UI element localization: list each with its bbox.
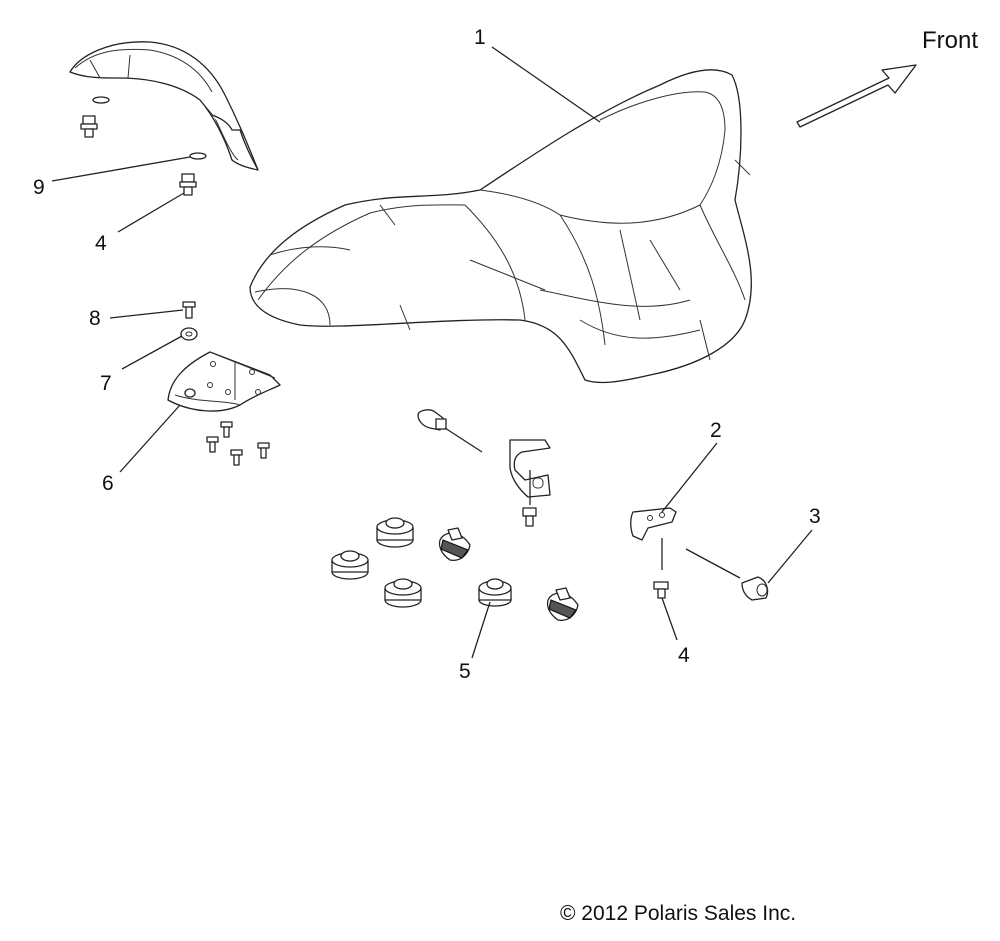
callout-9: 9 xyxy=(33,176,45,199)
bolt-4-lower xyxy=(653,581,669,599)
bumper-1 xyxy=(376,517,414,548)
bumper-angled-1 xyxy=(438,527,471,561)
screw-small-3 xyxy=(230,449,243,466)
rear-cover xyxy=(69,41,259,171)
center-bracket xyxy=(509,439,551,498)
callout-4-upper: 4 xyxy=(95,232,107,255)
bumper-3 xyxy=(384,578,422,608)
seat xyxy=(249,69,752,384)
screw-small-1 xyxy=(206,436,219,453)
bumper-angled-2 xyxy=(546,587,579,621)
callout-5: 5 xyxy=(459,660,471,683)
bumper-4 xyxy=(478,578,512,607)
callout-4-lower: 4 xyxy=(678,644,690,667)
bolt-center xyxy=(417,409,447,431)
callout-2: 2 xyxy=(710,419,722,442)
bolt-upper-left xyxy=(80,115,98,138)
callout-6: 6 xyxy=(102,472,114,495)
screw-small-2 xyxy=(220,421,233,438)
washer-7 xyxy=(180,327,198,341)
callout-7: 7 xyxy=(100,372,112,395)
bolt-4-upper xyxy=(179,173,197,196)
leader-lines xyxy=(51,46,813,659)
washer-top xyxy=(92,96,110,104)
bolt-center-lower xyxy=(522,507,537,527)
callout-3: 3 xyxy=(809,505,821,528)
front-arrow xyxy=(796,64,917,128)
bolt-3 xyxy=(741,576,769,601)
washer-9 xyxy=(189,152,207,160)
screw-8 xyxy=(182,301,196,319)
screw-small-4 xyxy=(257,442,270,459)
bracket-2 xyxy=(630,507,677,541)
callout-1: 1 xyxy=(474,26,486,49)
callout-8: 8 xyxy=(89,307,101,330)
hinge-plate xyxy=(167,351,281,412)
bumper-2 xyxy=(331,550,369,580)
copyright-text: © 2012 Polaris Sales Inc. xyxy=(560,902,796,925)
front-label: Front xyxy=(922,27,978,54)
